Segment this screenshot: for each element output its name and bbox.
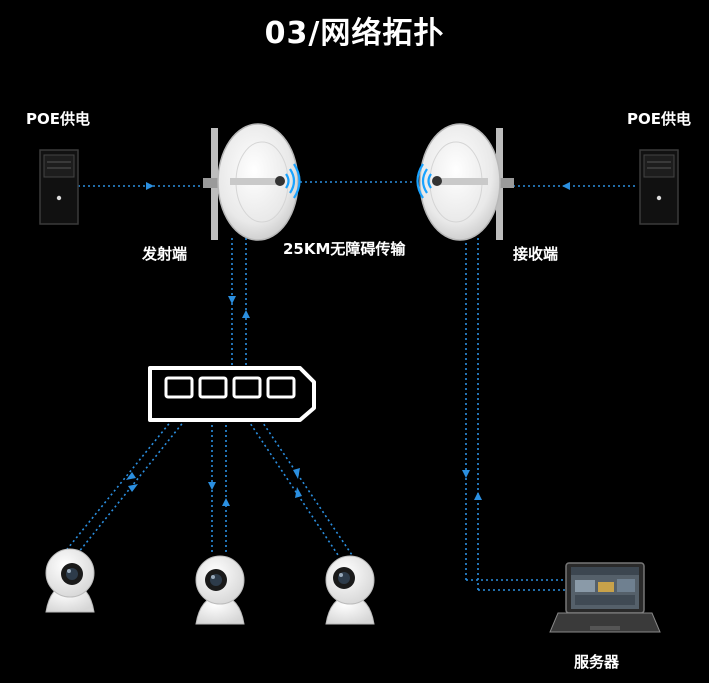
arrow-cam2-b <box>222 498 230 506</box>
poe-left-label: POE供电 <box>26 110 90 128</box>
receiver-label: 接收端 <box>513 245 559 263</box>
flow-arrows <box>126 182 570 506</box>
arrow-up-receiver <box>474 492 482 500</box>
arrow-poe-left <box>146 182 154 190</box>
link-lines <box>63 181 638 591</box>
arrow-cam1-a <box>126 472 136 480</box>
arrow-poe-right <box>562 182 570 190</box>
camera-1-icon <box>45 548 95 613</box>
camera-2-icon <box>195 555 245 625</box>
arrow-down-receiver <box>462 470 470 478</box>
signal-wave-left-icon <box>416 163 432 199</box>
arrow-cam3-b <box>295 487 302 498</box>
poe-injector-left <box>39 149 79 225</box>
poe-right-label: POE供电 <box>627 110 691 128</box>
server-laptop-icon <box>549 562 661 633</box>
switch-to-camera-3-line-a <box>247 419 339 556</box>
poe-injector-right <box>639 149 679 225</box>
switch-to-camera-3-line-b <box>260 419 353 556</box>
server-label: 服务器 <box>574 653 620 671</box>
switch-to-camera-1-line-a <box>63 419 173 554</box>
camera-3-icon <box>325 555 375 625</box>
arrow-cam3-a <box>293 468 300 479</box>
transmitter-dish-icon <box>203 123 301 241</box>
receiver-dish-icon <box>416 123 514 241</box>
arrow-down-transmitter <box>228 296 236 304</box>
arrow-up-transmitter <box>242 310 250 318</box>
transmitter-label: 发射端 <box>142 245 188 263</box>
network-switch-icon <box>148 366 316 422</box>
arrow-cam1-b <box>128 484 138 492</box>
signal-wave-right-icon <box>285 163 301 199</box>
link-distance-label: 25KM无障碍传输 <box>283 240 406 258</box>
arrow-cam2-a <box>208 482 216 490</box>
page-title: 03/网络拓扑 <box>264 16 445 51</box>
